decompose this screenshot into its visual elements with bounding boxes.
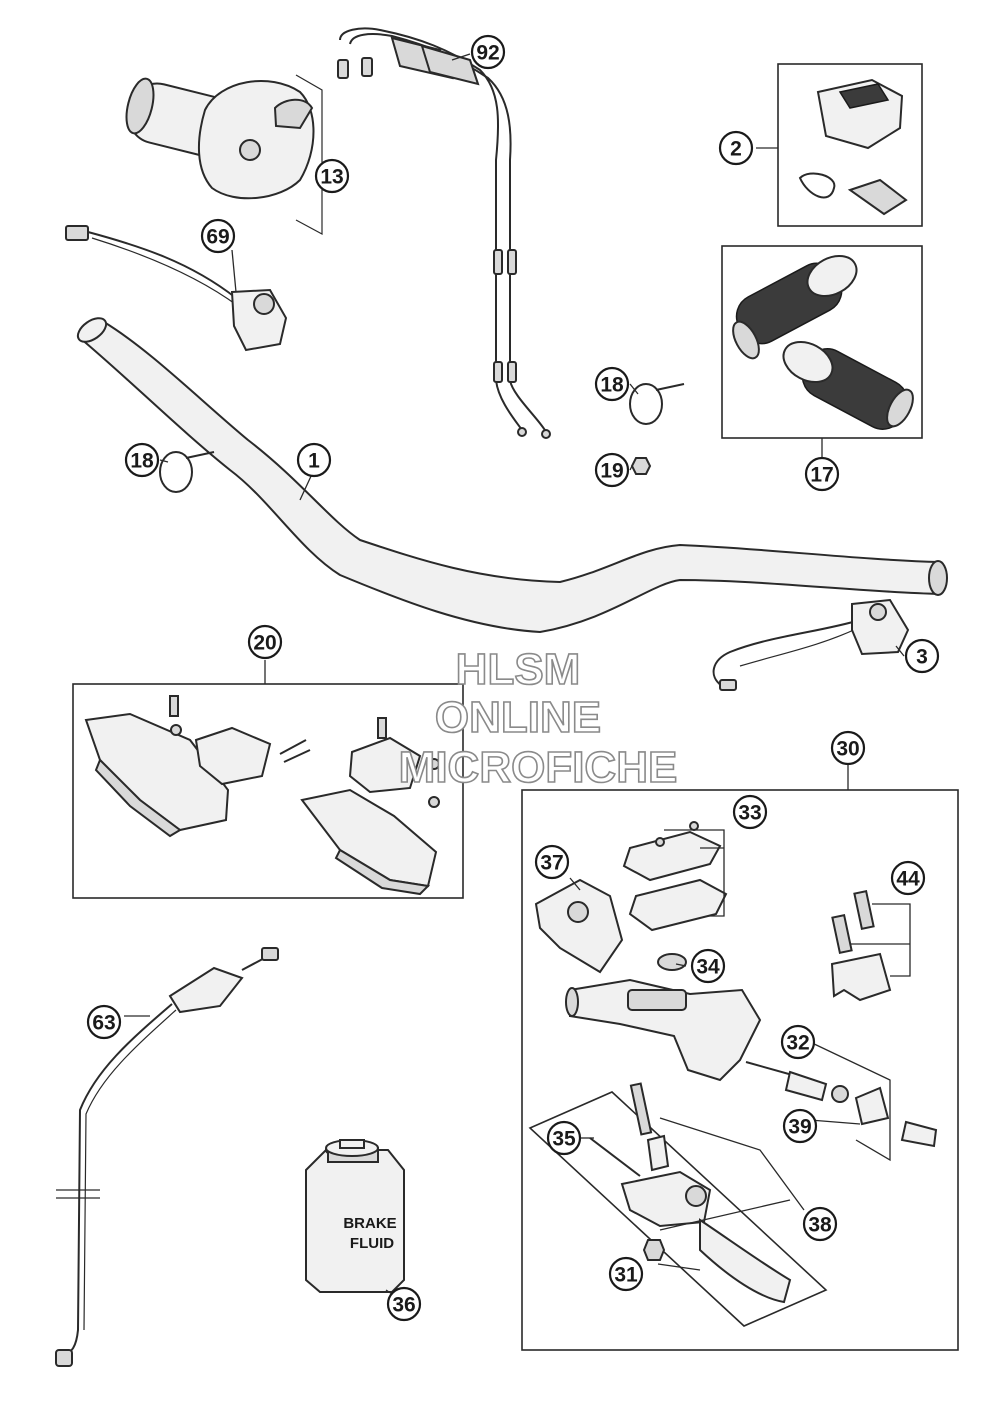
nut-19: [630, 457, 652, 475]
svg-text:92: 92: [476, 42, 499, 65]
svg-text:34: 34: [696, 956, 720, 979]
watermark-line2: ONLINE: [435, 693, 601, 742]
callout-18-right: 18: [594, 366, 630, 402]
svg-text:3: 3: [916, 646, 928, 669]
callout-35: 35: [546, 1120, 582, 1156]
cable-tie-right: [629, 383, 685, 425]
master-cylinder-box-30: [521, 764, 959, 1351]
callout-39: 39: [782, 1108, 818, 1144]
cable-tie-left: [159, 451, 215, 493]
svg-text:38: 38: [808, 1214, 832, 1237]
callout-63: 63: [86, 1004, 122, 1040]
svg-text:44: 44: [896, 868, 920, 891]
handguard-box-20: [72, 660, 464, 899]
switch-3: [712, 598, 910, 691]
callout-37: 37: [534, 844, 570, 880]
kill-switch-69: [65, 225, 288, 352]
watermark-line3: MICROFICHE: [399, 743, 678, 792]
svg-text:30: 30: [836, 738, 859, 761]
callout-1: 1: [296, 442, 332, 478]
part-box-2: [756, 63, 923, 227]
watermark: HLSM ONLINE MICROFICHE: [398, 644, 678, 793]
callout-19: 19: [594, 452, 630, 488]
callout-36: 36: [386, 1286, 422, 1322]
callout-20: 20: [247, 624, 283, 660]
svg-text:37: 37: [540, 852, 563, 875]
callout-32: 32: [780, 1024, 816, 1060]
svg-text:19: 19: [600, 460, 623, 483]
svg-text:17: 17: [810, 464, 833, 487]
callout-69: 69: [200, 218, 236, 254]
callout-92: 92: [470, 34, 506, 70]
callout-18-left: 18: [124, 442, 160, 478]
throttle-cables: [337, 27, 551, 439]
svg-text:39: 39: [788, 1116, 811, 1139]
brake-fluid-container: BRAKE FLUID: [305, 1139, 405, 1293]
watermark-line1: HLSM: [456, 645, 581, 694]
svg-text:33: 33: [738, 802, 761, 825]
svg-text:31: 31: [614, 1264, 638, 1287]
callout-34: 34: [690, 948, 726, 984]
callout-3: 3: [904, 638, 940, 674]
svg-text:18: 18: [600, 374, 624, 397]
svg-text:32: 32: [786, 1032, 809, 1055]
svg-text:63: 63: [92, 1012, 115, 1035]
svg-text:36: 36: [392, 1294, 415, 1317]
handlebar: [76, 317, 948, 634]
callout-2: 2: [718, 130, 754, 166]
callout-44: 44: [890, 860, 926, 896]
svg-text:1: 1: [308, 450, 320, 473]
svg-text:69: 69: [206, 226, 229, 249]
callout-30: 30: [830, 730, 866, 766]
svg-text:20: 20: [253, 632, 276, 655]
throttle-grip-assembly: [125, 74, 323, 236]
callout-13: 13: [314, 158, 350, 194]
svg-text:18: 18: [130, 450, 154, 473]
brake-label-line1: BRAKE: [343, 1215, 396, 1232]
svg-text:35: 35: [552, 1128, 576, 1151]
callout-33: 33: [732, 794, 768, 830]
svg-text:2: 2: [730, 138, 742, 161]
callout-17: 17: [804, 456, 840, 492]
callout-31: 31: [608, 1256, 644, 1292]
sensor-cable-63: [55, 947, 279, 1367]
svg-text:13: 13: [320, 166, 343, 189]
leader-lines: [124, 53, 905, 1299]
grip-box-17: [721, 245, 923, 458]
brake-label-line2: FLUID: [350, 1235, 394, 1252]
callout-38: 38: [802, 1206, 838, 1242]
